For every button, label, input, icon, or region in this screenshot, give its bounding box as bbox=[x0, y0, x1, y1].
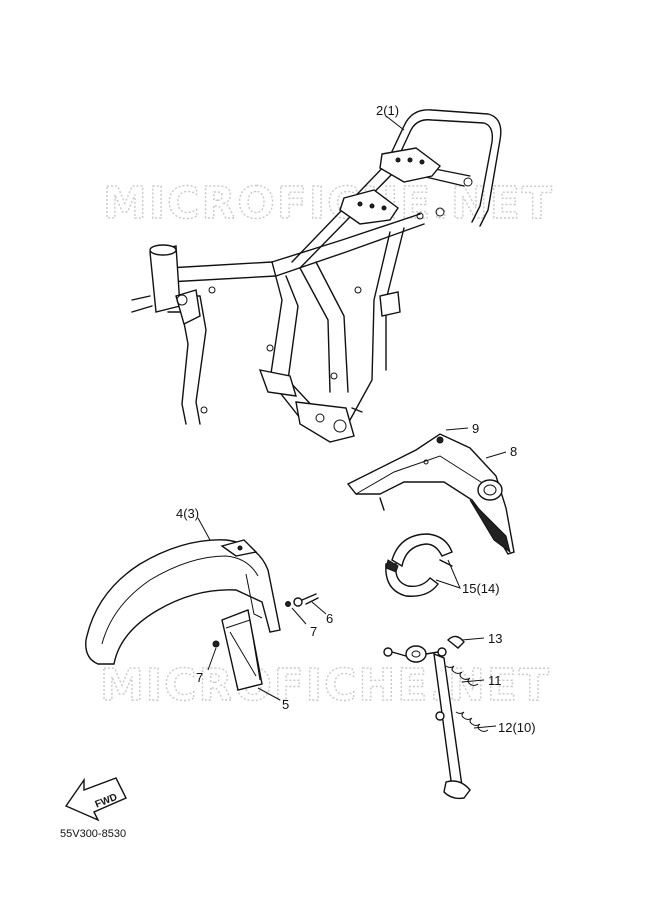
callout-stand-spring: 12(10) bbox=[498, 720, 536, 735]
callout-rear-fender-nut: 9 bbox=[472, 421, 479, 436]
callout-washer-left: 7 bbox=[196, 670, 203, 685]
callout-line-brake-shoe bbox=[435, 559, 461, 589]
callout-spring: 11 bbox=[488, 673, 502, 688]
forward-arrow-icon: FWD bbox=[64, 777, 127, 822]
part-code: 55V300-8530 bbox=[60, 828, 126, 840]
callout-line-washer-right bbox=[291, 607, 307, 625]
side-stand-drawing bbox=[383, 635, 489, 800]
bolt-drawing bbox=[212, 593, 319, 648]
callout-line-stand-spring bbox=[473, 725, 497, 729]
callout-brake-shoe: 15(14) bbox=[462, 581, 500, 596]
watermark-top: MICROFICHE.NET bbox=[103, 178, 554, 229]
watermark-bottom: MICROFICHE.NET bbox=[100, 660, 551, 711]
callout-stand-clip: 13 bbox=[488, 631, 502, 646]
callout-line-front-fender bbox=[197, 517, 211, 541]
callout-line-washer-left bbox=[207, 647, 217, 671]
callout-bolt: 6 bbox=[326, 611, 333, 626]
callout-line-spring bbox=[461, 679, 485, 683]
callout-frame: 2(1) bbox=[376, 103, 399, 118]
front-fender-drawing bbox=[85, 539, 281, 665]
callout-line-rear-fender-nut bbox=[445, 427, 469, 431]
brake-shoe-drawing bbox=[385, 533, 453, 597]
callout-line-frame bbox=[385, 115, 405, 131]
callout-line-bolt bbox=[311, 601, 327, 615]
callout-washer-right: 7 bbox=[310, 624, 317, 639]
rear-fender-drawing bbox=[346, 433, 515, 555]
callout-rear-fender: 8 bbox=[510, 444, 517, 459]
callout-line-flap bbox=[257, 687, 281, 701]
callout-flap: 5 bbox=[282, 697, 289, 712]
callout-line-rear-fender bbox=[485, 451, 507, 459]
callout-line-stand-clip bbox=[461, 637, 485, 641]
callout-front-fender: 4(3) bbox=[176, 506, 199, 521]
frame-drawing bbox=[131, 109, 502, 443]
flap-drawing bbox=[221, 609, 263, 691]
